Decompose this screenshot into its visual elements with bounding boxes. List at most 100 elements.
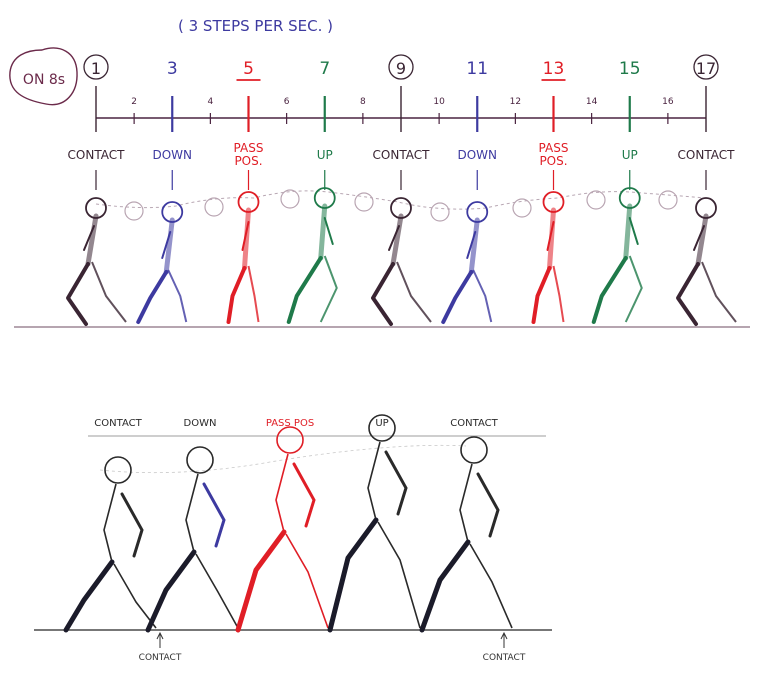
frame-number-7: 7 [319,59,330,79]
figure-bottom-2 [235,426,329,633]
figure-arm [161,231,172,259]
figure-bottom-back-leg [145,549,197,633]
contact-marker-arrowhead-0 [156,631,164,640]
figure-top-3 [136,201,188,324]
figure-torso [547,207,556,271]
frame-number-15: 15 [619,59,641,79]
figure-bottom-front-leg [469,543,513,629]
head-path-top [95,190,707,210]
figure-bottom-0 [63,456,157,633]
pose-label-11: DOWN [457,148,497,162]
figure-top-7 [286,187,338,324]
figure-bottom-arm [120,492,144,558]
figure-front-leg [91,261,127,323]
figure-arm [83,225,95,251]
rate-note: ( 3 STEPS PER SEC. ) [178,17,333,35]
bottom-pose-label-0: CONTACT [94,418,142,429]
figure-torso [85,213,99,267]
frame-number-5: 5 [243,59,254,79]
figure-front-leg [552,265,565,323]
figure-bottom-1 [145,446,239,633]
head-path-bottom [99,444,467,474]
figures-bottom [63,414,513,633]
figure-top-15 [591,187,643,324]
pose-label-1: CONTACT [68,148,126,162]
pose-label-17: CONTACT [678,148,736,162]
pose-label-15: UP [622,148,638,162]
figure-bottom-torso [185,473,199,553]
figure-bottom-back-leg [419,539,471,633]
figure-top-17 [676,197,737,326]
figure-back-leg [226,266,247,324]
figure-torso [695,213,709,267]
figure-bottom-back-leg [235,529,287,633]
figure-bottom-arm [476,472,500,538]
figure-bottom-4 [419,436,513,633]
figure-arm [323,217,334,245]
figure-bottom-torso [103,483,117,563]
figure-front-leg [701,261,737,323]
figure-torso [390,213,404,267]
frame-number-17: 17 [696,59,716,78]
frame-circle-9 [388,54,414,80]
figure-arm [546,221,555,251]
figure-bottom-front-leg [113,563,157,629]
figure-bottom-front-leg [285,533,329,629]
figure-back-leg [371,262,395,326]
figure-front-leg [319,255,338,323]
figure-back-leg [441,270,474,324]
figure-bottom-torso [367,441,381,521]
figure-bottom-3 [327,414,421,633]
pose-label-9: CONTACT [373,148,431,162]
figure-arm [466,231,477,259]
figure-torso [623,203,633,261]
figure-bottom-head [276,426,304,454]
minor-number-12: 12 [510,97,521,107]
timing-badge: ON 8s [9,47,78,106]
frame-circle-17 [693,54,719,80]
figure-torso [318,203,328,261]
figure-bottom-front-leg [377,521,421,629]
figure-torso [468,217,480,275]
figure-bottom-torso [459,463,473,543]
figure-bottom-torso [275,453,289,533]
frame-number-3: 3 [167,59,178,79]
bottom-pose-label-2: PASS POS [266,418,314,429]
figure-top-1 [66,197,127,326]
inbetween-heads-top [124,189,678,222]
figure-back-leg [66,262,90,326]
figure-arm [241,221,250,251]
figure-top-11 [441,201,493,324]
minor-number-6: 6 [284,97,290,107]
figure-bottom-head [186,446,214,474]
figure-bottom-arm [384,450,408,516]
figure-front-leg [167,269,188,323]
pose-label-7: UP [317,148,333,162]
figure-torso [242,207,251,271]
figure-arm [693,225,705,251]
minor-number-8: 8 [360,97,366,107]
figure-front-leg [247,265,260,323]
figure-bottom-head [368,414,396,442]
minor-number-16: 16 [662,97,674,107]
frame-number-13: 13 [543,59,565,79]
figure-front-leg [396,261,432,323]
frame-number-11: 11 [466,59,488,79]
figure-arm [628,217,639,245]
timing-badge-text: ON 8s [23,72,65,88]
figure-bottom-front-leg [195,553,239,629]
figures-top [66,187,737,326]
figure-bottom-back-leg [63,559,115,633]
bottom-pose-label-4: CONTACT [450,418,498,429]
bottom-pose-label-1: DOWN [184,418,217,429]
figure-front-leg [472,269,493,323]
contact-marker-label-0: CONTACT [139,653,182,663]
figure-torso [163,217,175,275]
contact-marker-label-1: CONTACT [483,653,526,663]
